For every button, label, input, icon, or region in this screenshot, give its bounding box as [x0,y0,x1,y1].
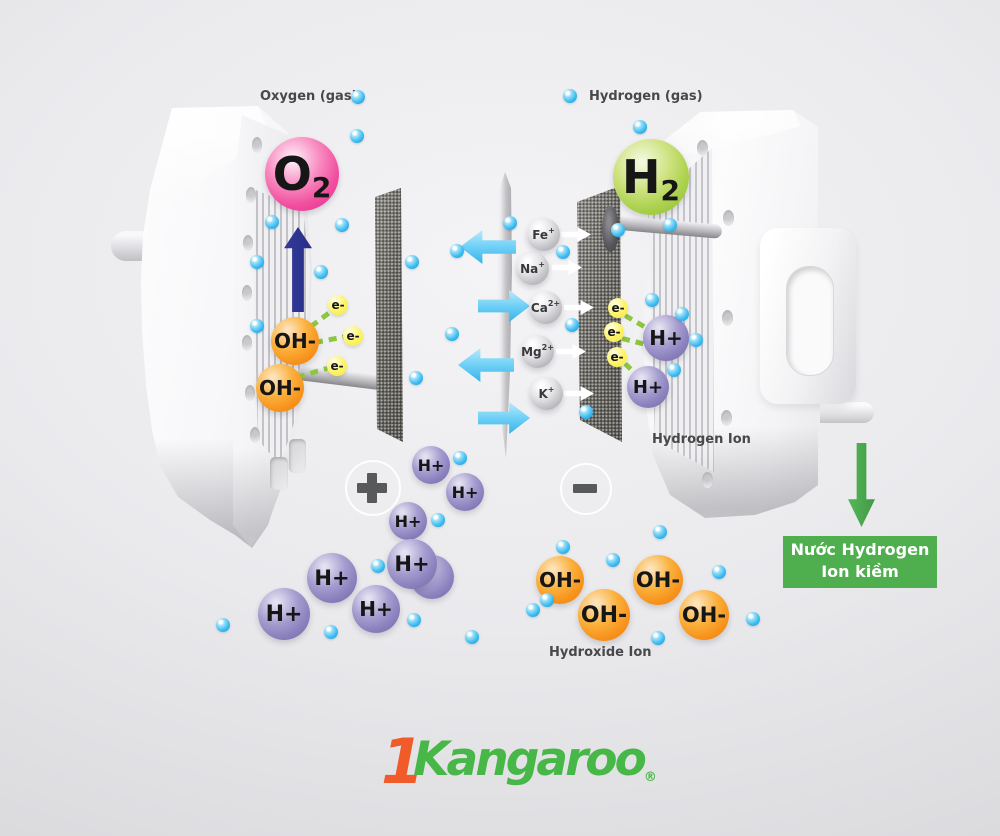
water-molecule-dot [653,525,667,539]
hydroxide-ion-ball: OH- [256,364,304,412]
water-molecule-dot [606,553,620,567]
water-molecule-dot [453,451,467,465]
water-molecule-dot [712,565,726,579]
hydroxide-ion-ball: OH- [578,589,630,641]
hydroxide-ion-ball: OH- [271,317,319,365]
water-molecule-dot [405,255,419,269]
electron: e- [343,326,363,346]
plus-icon [345,460,401,516]
hydrogen-ion-ball: H+ [352,585,400,633]
water-molecule-dot [465,630,479,644]
hydrogen-ion-ball: H+ [387,539,437,589]
water-molecule-dot [689,333,703,347]
water-molecule-dot [335,218,349,232]
water-molecule-dot [565,318,579,332]
water-molecule-dot [216,618,230,632]
water-molecule-dot [556,540,570,554]
hydrogen-ion-label: Hydrogen Ion [652,432,751,447]
water-molecule-dot [563,89,577,103]
hydrogen-ion-ball: H+ [446,473,484,511]
hydroxide-ion-label: Hydroxide Ion [549,645,652,660]
water-molecule-dot [371,559,385,573]
hydrogen-ion-ball: H+ [643,315,689,361]
ion-charge: + [538,260,545,269]
electron: e- [604,322,624,342]
water-molecule-dot [645,293,659,307]
o2-subscript: 2 [311,170,332,204]
logo-one: 1 [381,725,425,798]
ion-symbol: K [538,386,548,401]
h2-subscript: 2 [660,173,680,207]
right-outlet-pipe [820,402,874,423]
water-molecule-dot [324,625,338,639]
ion-charge: + [547,385,555,394]
water-molecule-dot [431,513,445,527]
water-molecule-dot [611,223,625,237]
mineral-ion-ball: Na+ [516,252,549,285]
ion-arrow-na [552,260,582,275]
water-molecule-dot [746,612,760,626]
output-line2: Ion kiềm [821,562,899,582]
water-molecule-dot [445,327,459,341]
electron: e- [608,298,628,318]
water-molecule-dot [351,90,365,104]
water-molecule-dot [250,255,264,269]
ion-charge: 2+ [541,343,554,352]
output-water-box: Nước Hydrogen Ion kiềm [783,536,937,588]
hydrogen-ion-ball: H+ [412,446,450,484]
minus-icon [560,463,612,515]
water-molecule-dot [314,265,328,279]
logo-name: Kangaroo [413,732,647,787]
water-molecule-dot [503,216,517,230]
water-molecule-dot [579,405,593,419]
ion-symbol: Na [520,261,539,276]
mineral-ion-ball: Fe+ [527,218,560,251]
hydroxide-ion-ball: OH- [536,556,584,604]
water-molecule-dot [407,613,421,627]
hydrogen-ion-ball: H+ [627,366,669,408]
kangaroo-logo: 1 Kangaroo ® [381,725,657,798]
water-molecule-dot [540,593,554,607]
electron: e- [328,295,348,315]
electron: e- [607,347,627,367]
ion-symbol: Mg [521,344,542,359]
ion-symbol: Fe [532,227,549,242]
water-molecule-dot [526,603,540,617]
hydroxide-ion-ball: OH- [679,590,729,640]
hydrogen-gas-label: Hydrogen (gas) [589,89,703,104]
left-membrane-mesh [375,188,403,442]
o2-label: O [272,147,312,201]
water-molecule-dot [450,244,464,258]
oxygen-gas-label: Oxygen (gas) [260,89,358,104]
hydrogen-ion-ball: H+ [307,553,357,603]
water-molecule-dot [409,371,423,385]
rod-flange [602,206,619,252]
hydroxide-ion-ball: OH- [633,555,683,605]
right-device-slot [786,266,834,376]
ion-symbol: Ca [530,300,548,315]
ion-charge: + [548,226,555,235]
water-molecule-dot [350,129,364,143]
water-molecule-dot [675,307,689,321]
mineral-ion-ball: K+ [530,377,563,410]
water-molecule-dot [250,319,264,333]
registered-icon: ® [643,770,657,785]
electron: e- [327,356,347,376]
hydrogen-ion-ball: H+ [389,502,427,540]
water-molecule-dot [556,245,570,259]
water-molecule-dot [265,215,279,229]
water-molecule-dot [667,363,681,377]
hydrogen-ion-ball: H+ [258,588,310,640]
output-line1: Nước Hydrogen [790,540,930,559]
ion-charge: 2+ [547,299,561,308]
water-molecule-dot [651,631,665,645]
water-molecule-dot [663,218,677,232]
water-molecule-dot [633,120,647,134]
h2-label: H [622,150,661,204]
